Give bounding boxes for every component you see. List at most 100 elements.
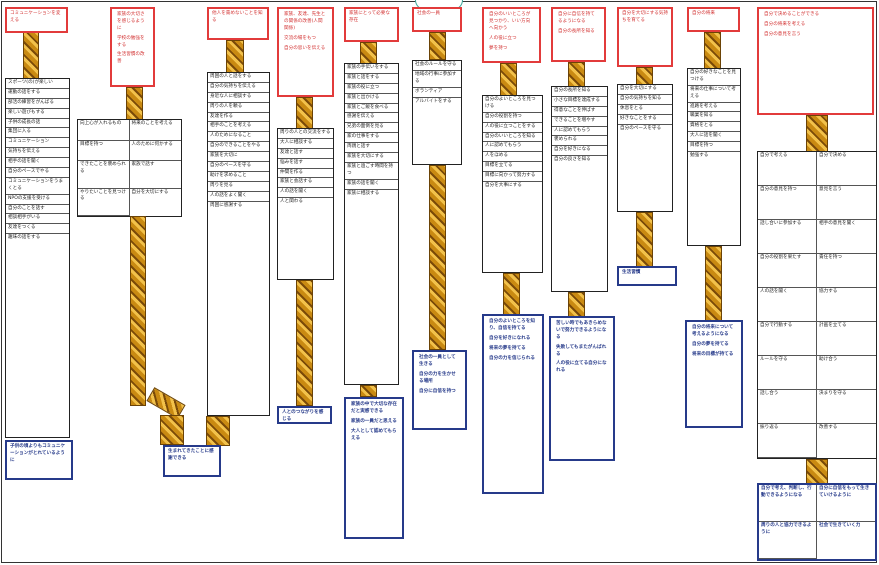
action-item: 自分で考える	[758, 152, 817, 186]
goal-text: 家族、友達、先生との関係の改善(人間関係)	[284, 12, 326, 31]
rope	[226, 40, 244, 73]
action-item: 家族とご飯を食べる	[345, 104, 398, 114]
outcome-text: 人とのつながりを感じる	[282, 410, 324, 422]
goal-box: 自分で決めることができる 自分の将来を考える 自分の意見を言う	[757, 7, 874, 115]
outcome-text: 周りの人と協力できるように	[759, 522, 817, 559]
goal-text: 自分で決めることができる	[764, 12, 820, 17]
rope	[806, 115, 828, 152]
outcome-text: 子供の頃よりもコミュニケーションがとれているように	[10, 444, 66, 463]
outcome-text: 人の役に立てる自分になれる	[556, 361, 607, 374]
rope	[568, 292, 585, 317]
action-item: 家族と出かける	[345, 94, 398, 104]
action-item: 身近な人に相談する	[208, 93, 269, 103]
outcome-text: 生まれてきたことに感謝できる	[168, 449, 214, 461]
action-item: 兄弟の面倒を見る	[345, 123, 398, 134]
action-list: スポーツ(の)が楽しい 運動の話をする 部活の練習をがんばる 楽しい遊びもする …	[5, 78, 70, 438]
outcome-box: 自分のよいところを知り、自信を持てる 自分を好きになれる 将来の夢を持てる 自分…	[482, 314, 544, 494]
action-item: 楽しい遊びもする	[6, 109, 69, 119]
action-item: 周りの人との交流をする	[278, 129, 333, 139]
action-item: 向上心が入れるもの	[78, 120, 130, 141]
goal-box: 自分に自信を持てるようになる 自分の長所を知る	[551, 7, 606, 62]
outcome-box: 子供の頃よりもコミュニケーションがとれているように	[5, 440, 73, 480]
action-item: 周囲に感謝する	[210, 202, 243, 208]
action-item: 自分で決める	[817, 152, 876, 186]
action-item: 人に認めてもらう	[552, 127, 607, 137]
outcome-text: 将来の夢を持てる	[489, 345, 526, 351]
action-list: 自分のよいところを見つける 自分の役割を持つ 人の役に立つことをする 自分のいい…	[482, 95, 543, 273]
action-item: 助け合う	[817, 356, 876, 390]
action-item: 趣味の話をする	[8, 235, 41, 241]
action-item: 自分のいいところを知る	[483, 133, 542, 143]
action-item: 自分のペースでやる	[6, 168, 69, 178]
goal-text: 自分に自信を持てるようになる	[558, 12, 595, 24]
goal-box: コミュニケーションを変える	[5, 7, 68, 33]
action-item: 人のためになること	[208, 132, 269, 143]
action-item: ボランティア	[413, 88, 461, 98]
action-item: 子供の成長の話	[6, 119, 69, 129]
action-item: 人と関わる	[280, 199, 303, 205]
outcome-box: 家族の中で大切な存在だと実感できる 家族の一員だと思える 大人として認めてもらえ…	[344, 397, 404, 539]
goal-box: 他人を責めないことを知る	[207, 7, 269, 40]
goal-box: 家族にとって必要な存在	[344, 7, 399, 42]
goal-text: 自分の将来を考える	[764, 21, 806, 27]
rope	[360, 385, 377, 397]
rope	[806, 459, 828, 484]
action-item: 地域の行事に参加する	[413, 71, 461, 88]
action-item: 家族と会話する	[278, 178, 333, 189]
action-list: 周囲の人と話をする 自分の気持ちを伝える 身近な人に相談する 周りの人を頼る 友…	[207, 72, 270, 416]
outcome-box: 生活習慣	[617, 266, 677, 286]
action-item: 家族の手伝いをする	[345, 64, 398, 74]
action-item: 社会のルールを守る	[413, 61, 461, 71]
goal-box: 自分のいいところが見つかり、いい方向へ向かう 人の役に立つ 夢を持つ	[482, 7, 541, 63]
action-item: 両親と話す	[345, 143, 398, 154]
action-item: 勉強する	[690, 153, 709, 159]
action-item: 自分で行動する	[758, 322, 817, 356]
outcome-box: 生まれてきたことに感謝できる	[163, 445, 221, 477]
action-item: 休息をとる	[618, 105, 672, 115]
action-item: アルバイトをする	[415, 98, 452, 104]
action-item: 大人に相談する	[278, 139, 333, 149]
action-item: 周りの人を頼る	[208, 103, 269, 113]
action-item: やりたいことを見つける	[78, 188, 130, 216]
rope	[296, 97, 313, 129]
rope	[636, 212, 653, 267]
action-item: 自分のペースを守る	[620, 125, 662, 131]
goal-text: 他人を責めないことを知る	[212, 11, 263, 23]
outcome-text: 自分を好きになれる	[489, 335, 531, 341]
outcome-text: 失敗してもまたがんばれる	[556, 344, 607, 357]
action-item: 自分を大事にする	[485, 183, 522, 189]
action-item: 話し合いに参加する	[758, 220, 817, 254]
action-item: 自分の気持ちを知る	[618, 95, 672, 105]
outcome-text: 自分の夢を持てる	[692, 341, 729, 347]
outcome-text: 生活習慣	[622, 270, 641, 275]
outcome-box: 社会の一員として生きる 自分の力を生かせる場所 自分に自信を持つ	[412, 350, 467, 430]
action-item: 仲間を作る	[278, 169, 333, 179]
outcome-text: 大人として認めてもらえる	[351, 428, 397, 441]
goal-text: 社会の一員	[417, 11, 440, 16]
goal-box: 自分を大切にする気持ちを育てる	[617, 7, 673, 67]
action-item: 家族の役に立つ	[345, 84, 398, 94]
action-item: 友達と話す	[278, 149, 333, 159]
action-item: 将来の仕事について考える	[688, 86, 740, 103]
action-item: 自分を大切にする	[618, 85, 672, 95]
goal-box: 家族の大切さを感じるように 学校の勉強をする 生活習慣の改善	[110, 7, 155, 87]
action-item: 周囲の人と話をする	[208, 73, 269, 83]
action-list: 社会のルールを守る 地域の行事に参加する ボランティア アルバイトをする	[412, 60, 462, 165]
goal-text: 自分の思いを伝える	[284, 45, 326, 51]
rope	[568, 62, 585, 87]
action-item: できたことを褒められる	[78, 161, 130, 189]
action-item: 資格をとる	[688, 122, 740, 133]
rope	[429, 165, 446, 350]
action-item: 人の話を聞く	[758, 288, 817, 322]
action-item: 自分を大切にする	[131, 189, 169, 195]
rope	[126, 87, 143, 120]
action-item: 自分のことを話す	[6, 205, 69, 215]
action-item: 家族と過ごす時間を持つ	[345, 163, 398, 180]
action-list: 自分を大切にする 自分の気持ちを知る 休息をとる 好きなことをする 自分のペース…	[617, 84, 673, 212]
action-item: 相手の話を聞く	[6, 158, 69, 169]
action-item: 責任を持つ	[817, 254, 876, 288]
action-item: 感謝を伝える	[345, 113, 398, 124]
rope	[503, 273, 520, 315]
action-item: 運動の話をする	[6, 89, 69, 99]
action-item: 振り返る	[758, 424, 817, 458]
